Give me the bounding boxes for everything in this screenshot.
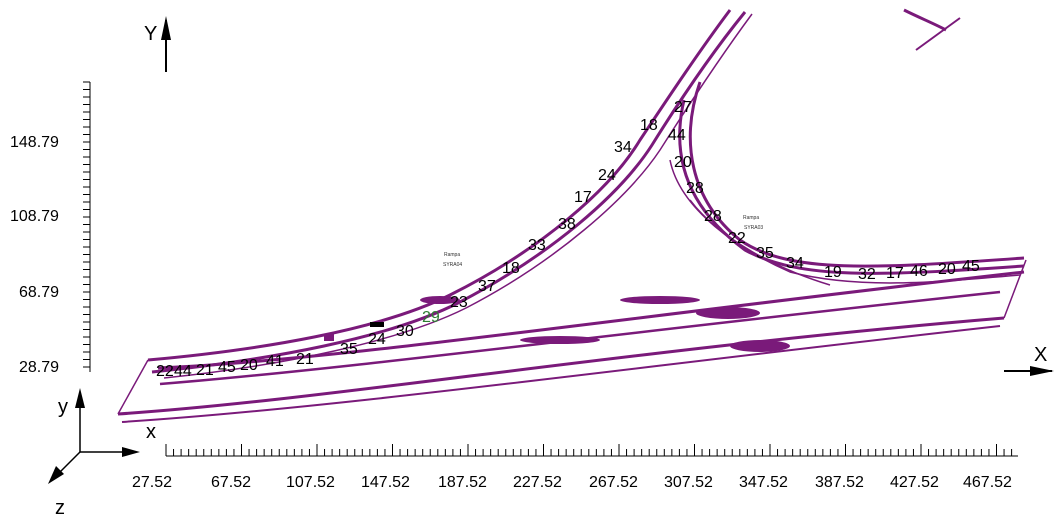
station-label: 22 bbox=[728, 230, 746, 247]
station-label: 30 bbox=[396, 323, 414, 340]
mainline-edge bbox=[117, 359, 149, 415]
road-thick-segment bbox=[730, 340, 790, 352]
road-thick-segment bbox=[696, 307, 760, 319]
station-label: 37 bbox=[478, 278, 496, 295]
station-label: 21 bbox=[296, 351, 314, 368]
station-label: 38 bbox=[558, 216, 576, 233]
station-label: 17 bbox=[886, 265, 904, 282]
y-ruler: 148.79 108.79 68.79 28.79 bbox=[10, 81, 91, 376]
x-tick-label: 107.52 bbox=[286, 474, 335, 491]
station-label: 34 bbox=[614, 139, 632, 156]
station-label: 19 bbox=[824, 264, 842, 281]
station-label-highlight: 29 bbox=[422, 309, 440, 326]
ramp-left-edge-outer bbox=[147, 9, 732, 362]
y-axis-arrow: Y bbox=[144, 16, 171, 72]
y-tick-label: 68.79 bbox=[19, 284, 59, 301]
station-label: 23 bbox=[450, 294, 468, 311]
x-tick-label: 147.52 bbox=[361, 474, 410, 491]
station-label: 34 bbox=[786, 255, 804, 272]
station-label: 21 bbox=[196, 362, 214, 379]
x-tick-label: 347.52 bbox=[739, 474, 788, 491]
station-label: 24 bbox=[598, 167, 616, 184]
x-tick-label: 467.52 bbox=[963, 474, 1012, 491]
top-right-segment bbox=[915, 17, 961, 51]
ramp-title: Rampa bbox=[743, 215, 759, 221]
ramp-title: Rampa bbox=[444, 252, 460, 258]
x-tick-label: 307.52 bbox=[664, 474, 713, 491]
y-tick-label: 148.79 bbox=[10, 134, 59, 151]
triad-z-label: z bbox=[55, 497, 65, 516]
station-label: 32 bbox=[858, 266, 876, 283]
ramp-label-right: Rampa SYRA03 bbox=[743, 215, 763, 231]
station-label: 28 bbox=[704, 208, 722, 225]
road-geometry bbox=[117, 8, 1027, 423]
coordinate-triad: y x z bbox=[48, 388, 156, 516]
x-axis-arrow: X bbox=[1004, 344, 1054, 376]
ramp-right-edge-inner bbox=[678, 99, 1025, 275]
station-label: 20 bbox=[674, 154, 692, 171]
ramp-label-left: Rampa SYRA04 bbox=[443, 252, 462, 268]
station-marker bbox=[324, 334, 334, 341]
x-tick-label: 27.52 bbox=[132, 474, 172, 491]
top-right-segment bbox=[903, 8, 947, 32]
ramp-code: SYRA04 bbox=[443, 262, 462, 268]
ramp-code: SYRA03 bbox=[744, 225, 763, 231]
station-label: 41 bbox=[266, 353, 284, 370]
road-thick-segment bbox=[520, 336, 600, 344]
ramp-left-edge-inner bbox=[151, 11, 747, 374]
road-thick-segment bbox=[620, 296, 700, 304]
station-label: 45 bbox=[962, 258, 980, 275]
station-label: 35 bbox=[340, 341, 358, 358]
station-label: 28 bbox=[686, 180, 704, 197]
station-label: 46 bbox=[910, 263, 928, 280]
station-labels-left: 22 44 21 45 20 41 21 35 24 30 29 23 37 1… bbox=[156, 117, 658, 380]
mainline-lane-1 bbox=[157, 270, 1025, 370]
x-tick-label: 387.52 bbox=[815, 474, 864, 491]
station-label: 44 bbox=[174, 363, 192, 380]
mainline-lane-4 bbox=[121, 325, 1001, 423]
mainline-edge bbox=[1003, 259, 1027, 319]
y-tick-label: 28.79 bbox=[19, 359, 59, 376]
station-marker bbox=[370, 322, 384, 327]
station-label: 20 bbox=[240, 357, 258, 374]
station-label: 44 bbox=[668, 127, 686, 144]
triad-x-label: x bbox=[146, 421, 156, 443]
x-tick-label: 67.52 bbox=[211, 474, 251, 491]
ramp-right-edge-outer bbox=[688, 81, 1025, 268]
ramp-left-shoulder bbox=[163, 13, 753, 379]
station-labels-right: 27 44 20 28 28 22 35 34 19 32 17 46 20 4… bbox=[668, 99, 980, 283]
station-label: 20 bbox=[938, 261, 956, 278]
station-label: 27 bbox=[674, 99, 692, 116]
y-tick-label: 108.79 bbox=[10, 208, 59, 225]
station-label: 45 bbox=[218, 359, 236, 376]
mainline-lane-3 bbox=[117, 316, 1005, 416]
x-tick-label: 187.52 bbox=[438, 474, 487, 491]
station-label: 17 bbox=[574, 189, 592, 206]
x-axis-name: X bbox=[1034, 344, 1047, 366]
triad-y-label: y bbox=[58, 396, 68, 418]
station-label: 35 bbox=[756, 245, 774, 262]
station-label: 24 bbox=[368, 331, 386, 348]
ramp-right-lower bbox=[689, 199, 831, 286]
y-axis-name: Y bbox=[144, 23, 157, 45]
x-ruler: 27.52 67.52 107.52 147.52 187.52 227.52 … bbox=[132, 444, 1018, 491]
x-tick-label: 227.52 bbox=[513, 474, 562, 491]
station-label: 18 bbox=[640, 117, 658, 134]
station-label: 18 bbox=[502, 260, 520, 277]
station-label: 22 bbox=[156, 363, 174, 380]
station-label: 33 bbox=[528, 237, 546, 254]
x-tick-label: 427.52 bbox=[890, 474, 939, 491]
x-tick-label: 267.52 bbox=[589, 474, 638, 491]
mainline-lane-2 bbox=[159, 290, 1001, 386]
road-thick-segment bbox=[420, 296, 460, 304]
